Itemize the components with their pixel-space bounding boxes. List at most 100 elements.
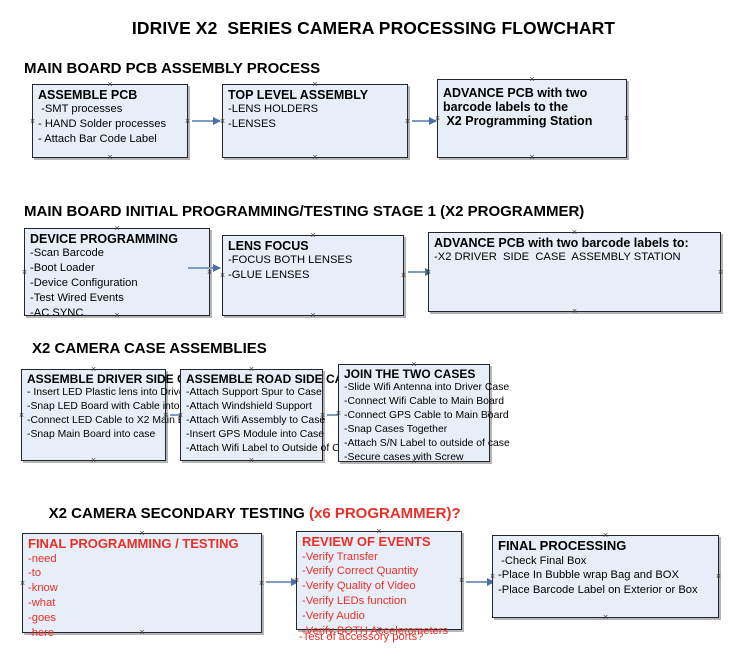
node-title: TOP LEVEL ASSEMBLY [228, 88, 369, 102]
resize-handle-top[interactable] [114, 225, 121, 232]
resize-handle-left[interactable] [425, 269, 432, 276]
resize-handle-left[interactable] [177, 412, 184, 419]
resize-handle-top[interactable] [411, 361, 418, 368]
resize-handle-bottom[interactable] [310, 312, 317, 319]
connector-arrow [412, 116, 437, 125]
resize-handle-right[interactable] [458, 577, 465, 584]
node-title-line: X2 Programming Station [443, 114, 593, 128]
node-line: -Snap Main Board into case [27, 428, 156, 440]
node-advance-pcb-2[interactable]: ADVANCE PCB with two barcode labels to: … [428, 232, 721, 312]
node-line: -Connect LED Cable to X2 Main Board [27, 415, 206, 427]
node-line: -need [28, 552, 57, 565]
resize-handle-right[interactable] [206, 269, 213, 276]
node-advance-pcb-1[interactable]: ADVANCE PCB with two barcode labels to t… [437, 79, 627, 158]
node-line: -LENSES [228, 117, 276, 130]
resize-handle-right[interactable] [400, 272, 407, 279]
resize-handle-right[interactable] [715, 573, 722, 580]
connector-arrow [188, 263, 221, 272]
resize-handle-left[interactable] [21, 269, 28, 276]
node-top-level-assembly[interactable]: TOP LEVEL ASSEMBLY -LENS HOLDERS -LENSES [222, 84, 408, 158]
resize-handle-top[interactable] [90, 366, 97, 373]
resize-handle-top[interactable] [602, 532, 609, 539]
node-title: ASSEMBLE ROAD SIDE CASE [186, 372, 360, 386]
node-lens-focus[interactable]: LENS FOCUS -FOCUS BOTH LENSES -GLUE LENS… [222, 235, 404, 316]
resize-handle-left[interactable] [489, 573, 496, 580]
resize-handle-bottom[interactable] [411, 458, 418, 465]
resize-handle-bottom[interactable] [114, 312, 121, 319]
node-line: -Verify LEDs function [302, 595, 407, 608]
resize-handle-right[interactable] [486, 410, 493, 417]
node-review-of-events[interactable]: REVIEW OF EVENTS -Verify Transfer -Verif… [293, 528, 465, 637]
resize-handle-left[interactable] [19, 580, 26, 587]
node-line: -Verify Quality of Video [302, 580, 416, 593]
resize-handle-right[interactable] [162, 412, 169, 419]
section-heading-3: X2 CAMERA CASE ASSEMBLIES [32, 340, 267, 357]
node-title-line: barcode labels to the [443, 100, 569, 114]
node-device-programming[interactable]: DEVICE PROGRAMMING -Scan Barcode -Boot L… [21, 225, 213, 319]
resize-handle-top[interactable] [376, 528, 383, 535]
node-line: -goes [28, 612, 56, 625]
node-line: -X2 DRIVER SIDE CASE ASSEMBLY STATION [434, 251, 681, 263]
node-final-programming-testing[interactable]: FINAL PROGRAMMING / TESTING -need -to -k… [19, 530, 265, 639]
connector-arrow [466, 577, 495, 586]
node-join-the-two-cases[interactable]: JOIN THE TWO CASES -Slide Wifi Antenna i… [335, 361, 510, 465]
node-line: -Connect GPS Cable to Main Board [344, 410, 509, 422]
resize-handle-left[interactable] [219, 118, 226, 125]
resize-handle-left[interactable] [434, 115, 441, 122]
resize-handle-right[interactable] [319, 412, 326, 419]
node-line: -Verify Audio [302, 610, 365, 623]
resize-handle-left[interactable] [335, 410, 342, 417]
node-title: FINAL PROCESSING [498, 538, 627, 553]
node-assemble-road-side-case[interactable]: ASSEMBLE ROAD SIDE CASE -Attach Support … [177, 366, 360, 464]
node-line: -SMT processes [38, 103, 123, 115]
node-line: -what [28, 597, 56, 610]
resize-handle-right[interactable] [404, 118, 411, 125]
resize-handle-bottom[interactable] [571, 308, 578, 315]
node-title: ASSEMBLE DRIVER SIDE CASE [27, 372, 211, 386]
resize-handle-top[interactable] [107, 81, 114, 88]
resize-handle-bottom[interactable] [602, 614, 609, 621]
node-line: -know [28, 582, 58, 595]
resize-handle-left[interactable] [18, 412, 25, 419]
resize-handle-top[interactable] [529, 76, 536, 83]
resize-handle-left[interactable] [219, 272, 226, 279]
node-line: -Insert GPS Module into Case [186, 428, 325, 440]
page-title: IDRIVE X2 SERIES CAMERA PROCESSING FLOWC… [131, 18, 616, 38]
node-line: -LENS HOLDERS [228, 103, 319, 115]
node-line: -here [28, 627, 55, 639]
resize-handle-top[interactable] [312, 81, 319, 88]
node-title: ADVANCE PCB with two barcode labels to: [434, 236, 689, 250]
resize-handle-top[interactable] [139, 530, 146, 537]
node-line: -Test Wired Events [30, 291, 124, 304]
resize-handle-right[interactable] [258, 580, 265, 587]
node-title: LENS FOCUS [228, 239, 309, 253]
resize-handle-bottom[interactable] [90, 457, 97, 464]
resize-handle-right[interactable] [717, 269, 724, 276]
resize-handle-top[interactable] [248, 366, 255, 373]
resize-handle-bottom[interactable] [107, 154, 114, 161]
resize-handle-top[interactable] [310, 232, 317, 239]
resize-handle-right[interactable] [184, 118, 191, 125]
node-line: -FOCUS BOTH LENSES [228, 254, 353, 266]
node-line: -Verify BOTH Accelerometers [302, 625, 449, 637]
resize-handle-left[interactable] [29, 118, 36, 125]
node-final-processing[interactable]: FINAL PROCESSING -Check Final Box -Place… [492, 535, 719, 618]
resize-handle-bottom[interactable] [312, 154, 319, 161]
node-review-of-events-overflow-line: -Test of accessory ports? [299, 631, 424, 643]
resize-handle-right[interactable] [623, 115, 630, 122]
resize-handle-bottom[interactable] [139, 629, 146, 636]
node-line: -Snap Cases Together [344, 423, 448, 435]
node-line: -Slide Wifi Antenna into Driver Case [344, 382, 510, 394]
resize-handle-top[interactable] [571, 229, 578, 236]
node-line: -Secure cases with Screw [344, 451, 464, 463]
resize-handle-bottom[interactable] [529, 154, 536, 161]
resize-handle-bottom[interactable] [248, 457, 255, 464]
node-line: -Attach S/N Label to outside of case [344, 437, 510, 449]
node-title: FINAL PROGRAMMING / TESTING [28, 536, 239, 551]
section-heading-2: MAIN BOARD INITIAL PROGRAMMING/TESTING S… [24, 203, 585, 220]
node-line: -Attach Support Spur to Case [186, 387, 322, 399]
node-assemble-pcb[interactable]: ASSEMBLE PCB -SMT processes - HAND Solde… [32, 84, 188, 158]
resize-handle-left[interactable] [293, 577, 300, 584]
node-assemble-driver-side-case[interactable]: ASSEMBLE DRIVER SIDE CASE - Insert LED P… [18, 366, 215, 464]
